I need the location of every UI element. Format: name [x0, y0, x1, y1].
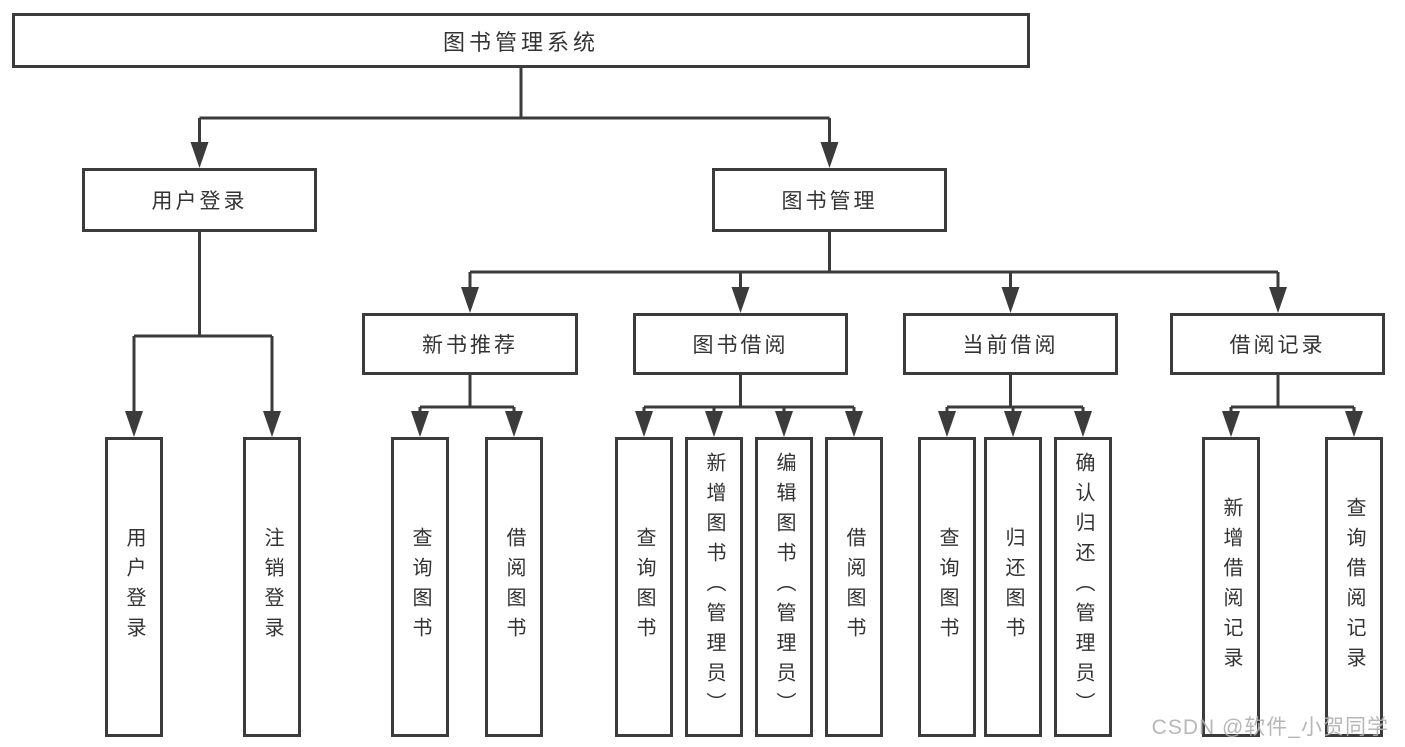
watermark: CSDN @软件_小贺同学: [1151, 716, 1389, 739]
node-book-management: 图书管理: [712, 168, 947, 232]
node-borrowing-records: 借阅记录: [1170, 313, 1385, 375]
leaf-node-query-books-borrowing: 查询图书: [615, 437, 673, 737]
leaf-node-return-books: 归还图书: [984, 437, 1042, 737]
leaf-node-user-login: 用户登录: [105, 437, 163, 737]
leaf-node-confirm-return-admin: 确认归还（管理员）: [1054, 437, 1112, 737]
node-new-book-recommend: 新书推荐: [362, 313, 578, 375]
leaf-node-add-borrow-record: 新增借阅记录: [1202, 437, 1260, 737]
leaf-node-logout: 注销登录: [243, 437, 301, 737]
leaf-node-add-books-admin: 新增图书（管理员）: [685, 437, 743, 737]
node-current-borrowing: 当前借阅: [903, 313, 1118, 375]
leaf-node-edit-books-admin: 编辑图书（管理员）: [755, 437, 813, 737]
leaf-node-query-books-current: 查询图书: [918, 437, 976, 737]
leaf-node-query-books-recommend: 查询图书: [391, 437, 449, 737]
node-user-login: 用户登录: [82, 168, 317, 232]
leaf-node-query-borrow-record: 查询借阅记录: [1325, 437, 1383, 737]
leaf-node-borrow-books-borrowing: 借阅图书: [825, 437, 883, 737]
leaf-node-borrow-books-recommend: 借阅图书: [485, 437, 543, 737]
node-book-borrowing: 图书借阅: [633, 313, 848, 375]
node-library-management-system: 图书管理系统: [12, 13, 1030, 68]
